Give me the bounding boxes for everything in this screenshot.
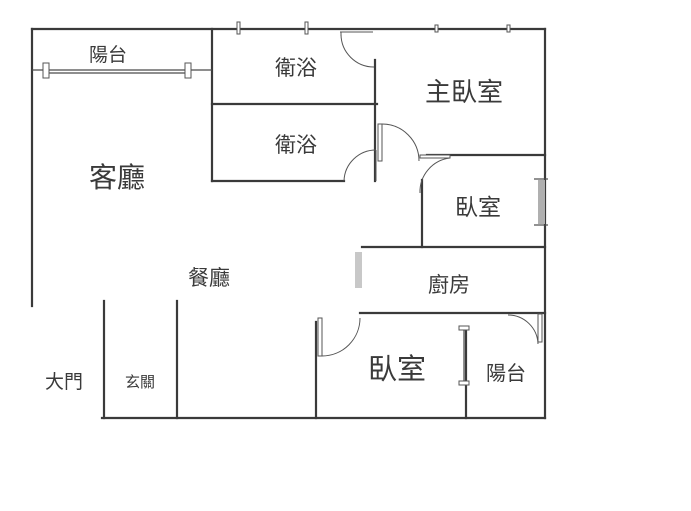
room-label-kitchen: 廚房	[428, 273, 470, 297]
room-label-foyer: 玄關	[125, 373, 155, 391]
interior-walls	[102, 27, 547, 420]
kitchen-wall-strip	[355, 252, 362, 288]
room-label-balcony-bottom: 陽台	[486, 361, 526, 385]
door-swings	[317, 32, 543, 357]
balcony-sliding-window	[32, 62, 212, 79]
room-label-bedroom-bottom: 臥室	[368, 352, 426, 386]
bedroom-side-window	[534, 178, 548, 226]
bottom-partition-window	[458, 325, 470, 386]
room-label-balcony-top: 陽台	[89, 44, 127, 66]
room-label-main-door: 大門	[45, 371, 83, 393]
room-label-bath-2: 衛浴	[275, 133, 317, 157]
top-wall-window-marks	[236, 21, 511, 35]
room-label-bedroom-right: 臥室	[455, 195, 501, 221]
room-label-living-room: 客廳	[89, 161, 145, 194]
room-label-dining-room: 餐廳	[188, 266, 230, 290]
room-label-master-bedroom: 主臥室	[425, 78, 503, 108]
room-label-bath-1: 衛浴	[275, 56, 317, 80]
